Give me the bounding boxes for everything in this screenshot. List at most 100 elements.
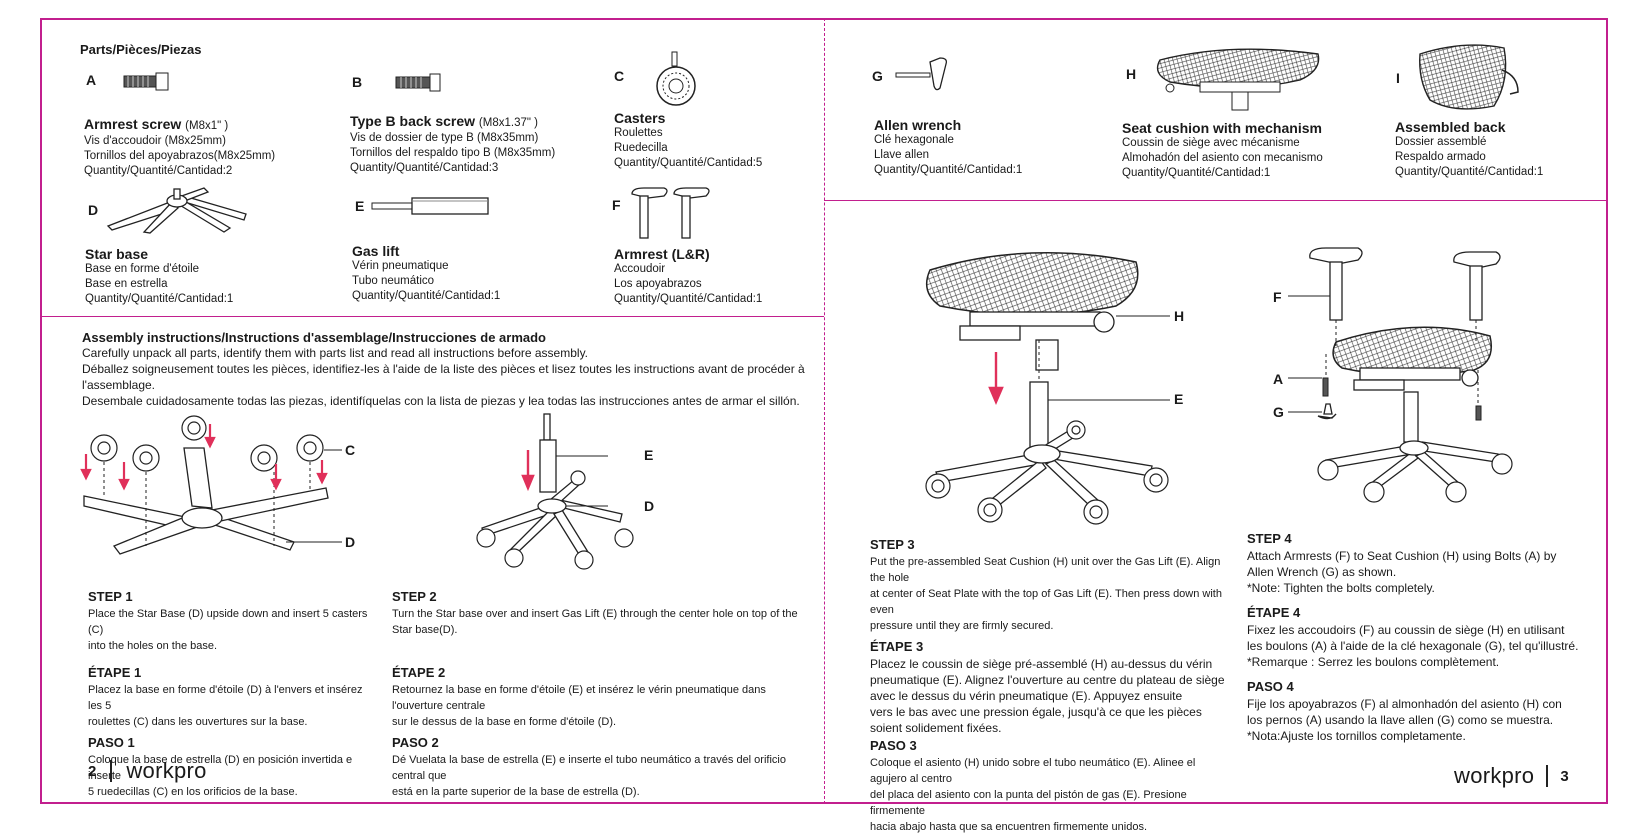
part-a-info: Armrest screw (M8x1" ) Vis d'accoudoir (… [84,116,324,179]
step4-fr-heading: ÉTAPE 4 [1247,605,1301,620]
part-d-letter: D [88,202,99,218]
step3-en-heading: STEP 3 [870,537,915,552]
left-footer: 2 workpro [88,758,207,784]
step4-es-line3: *Nota:Ajuste los tornillos completamente… [1247,729,1466,743]
part-a-note: (M8x1" ) [185,120,229,132]
footer-right-separator [1546,765,1549,787]
step4-en-line1: Attach Armrests (F) to Seat Cushion (H) … [1247,549,1557,563]
step4-fr-line2: les boulons (A) à l'aide de la clé hexag… [1247,639,1579,653]
step3-es-line3: hacia abajo hasta que sa encuentren firm… [870,821,1148,833]
step3-en-line3: pressure until they are firmly secured. [870,620,1054,632]
step3-es-line2: del placa del asiento con la punta del p… [870,789,1187,817]
step2-en-heading: STEP 2 [392,589,437,604]
step4-es-heading: PASO 4 [1247,679,1294,694]
step2-illustration [476,413,634,570]
star-base-icon [106,187,247,234]
part-g-es: Llave allen [874,149,929,161]
part-c-es: Ruedecilla [614,142,668,154]
assembly-line-fr-cont: l'assemblage. [82,378,155,392]
step4-en-heading: STEP 4 [1247,531,1292,546]
part-f-info: Armrest (L&R) Accoudoir Los apoyabrazos … [614,246,824,307]
step3-fr-line2: pneumatique (E). Alignez l'ouverture au … [870,673,1225,687]
part-a-qty: Quantity/Quantité/Cantidad:2 [84,165,233,177]
step1-es-line1: Coloque la base de estrella (D) en posic… [88,754,353,782]
part-e-es: Tubo neumático [352,275,435,287]
part-d-info: Star base Base en forme d'étoile Base en… [85,246,325,307]
step3-en-line2: at center of Seat Plate with the top of … [870,588,1222,616]
part-d-es: Base en estrella [85,278,168,290]
part-h-qty: Quantity/Quantité/Cantidad:1 [1122,167,1271,179]
part-g-qty: Quantity/Quantité/Cantidad:1 [874,164,1023,176]
step2-es-heading: PASO 2 [392,735,439,750]
part-g-letter: G [872,68,883,84]
screw-a-icon [123,72,169,91]
part-e-fr: Vérin pneumatique [352,260,449,272]
part-b-qty: Quantity/Quantité/Cantidad:3 [350,162,499,174]
caster-icon [656,51,696,106]
part-e-info: Gas lift Vérin pneumatique Tubo neumátic… [352,243,592,304]
part-g-name: Allen wrench [874,117,962,133]
brand-logo-left: workpro [126,758,207,783]
part-b-es: Tornillos del respaldo tipo B (M8x35mm) [350,147,556,159]
part-h-info: Seat cushion with mechanism Coussin de s… [1122,120,1362,181]
step1-es-line2: 5 ruedecillas (C) en los orificios de la… [88,786,298,798]
fig2-callout-e: E [644,447,654,463]
part-b-name: Type B back screw [350,113,476,129]
left-section-divider [40,316,824,317]
part-h-letter: H [1126,66,1137,82]
step2-fr-line2: sur le dessus de la base en forme d'étoi… [392,716,617,728]
part-a-fr: Vis d'accoudoir (M8x25mm) [84,135,226,147]
step1-text: STEP 1 Place the Star Base (D) upside do… [88,588,378,800]
fig1-callout-d: D [345,534,356,550]
assembly-line-en: Carefully unpack all parts, identify the… [82,346,589,360]
fig4-callout-f: F [1273,289,1282,305]
part-f-letter: F [612,197,621,213]
step3-es-heading: PASO 3 [870,738,917,753]
step4-fr-line3: *Remarque : Serrez les boulons complètem… [1247,655,1500,669]
part-e-letter: E [355,198,365,214]
part-f-fr: Accoudoir [614,263,666,275]
step2-es-line1: Dé Vuelata la base de estrella (E) e ins… [392,754,786,782]
part-i-qty: Quantity/Quantité/Cantidad:1 [1395,166,1544,178]
right-footer: workpro 3 [1454,763,1569,789]
part-b-letter: B [352,74,363,90]
assembled-back-icon [1419,44,1519,110]
step1-es-heading: PASO 1 [88,735,135,750]
part-i-es: Respaldo armado [1395,151,1486,163]
step1-illustration [80,415,342,555]
step1-fr-line2: roulettes (C) dans les ouvertures sur la… [88,716,308,728]
step1-fr-heading: ÉTAPE 1 [88,665,142,680]
step3-fr-heading: ÉTAPE 3 [870,639,924,654]
assembly-line-fr: Déballez soigneusement toutes les pièces… [82,362,805,376]
gas-lift-icon [371,197,489,215]
part-c-info: Casters Roulettes Ruedecilla Quantity/Qu… [614,110,824,171]
step3-fr-line1: Placez le coussin de siège pré-assemblé … [870,657,1213,671]
right-section-divider [824,200,1608,201]
step1-fr-line1: Placez la base en forme d'étoile (D) à l… [88,684,363,712]
part-g-fr: Clé hexagonale [874,134,954,146]
part-i-letter: I [1396,70,1400,86]
step4-es-line2: los pernos (A) usando la llave allen (G)… [1247,713,1554,727]
step4-text: STEP 4 Attach Armrests (F) to Seat Cushi… [1247,530,1597,744]
part-a-name: Armrest screw [84,116,182,132]
screw-b-icon [395,73,441,92]
part-c-letter: C [614,68,625,84]
part-d-fr: Base en forme d'étoile [85,263,200,275]
part-a-es: Tornillos del apoyabrazos(M8x25mm) [84,150,276,162]
step3-fr-line5: soient solidement fixées. [870,721,1002,735]
fig2-callout-d: D [644,498,655,514]
part-c-name: Casters [614,110,666,126]
part-f-es: Los apoyabrazos [614,278,702,290]
part-a-letter: A [86,72,97,88]
step4-fr-line1: Fixez les accoudoirs (F) au coussin de s… [1247,623,1565,637]
part-b-info: Type B back screw (M8x1.37" ) Vis de dos… [350,113,590,176]
part-d-qty: Quantity/Quantité/Cantidad:1 [85,293,234,305]
part-e-qty: Quantity/Quantité/Cantidad:1 [352,290,501,302]
part-i-fr: Dossier assemblé [1395,136,1487,148]
footer-left-separator [110,760,113,782]
step2-en-line1: Turn the Star base over and insert Gas L… [392,608,798,636]
seat-cushion-icon [1156,48,1320,111]
part-h-es: Almohadón del asiento con mecanismo [1122,152,1323,164]
fig1-callout-c: C [345,442,356,458]
step1-en-heading: STEP 1 [88,589,133,604]
